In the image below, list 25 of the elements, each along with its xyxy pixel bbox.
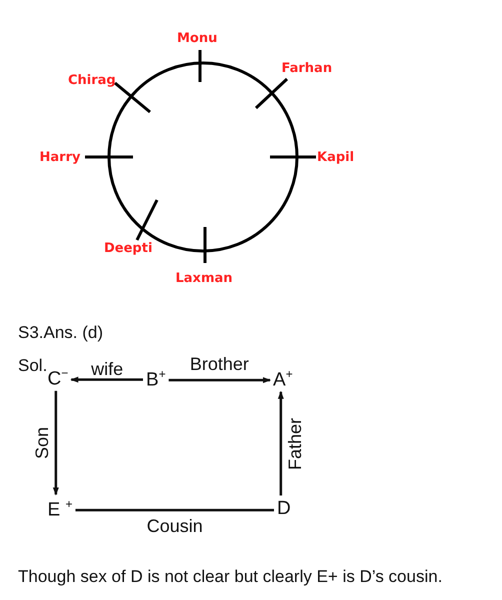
edge-label: Son — [32, 426, 51, 460]
answer-heading: S3.Ans. (d) — [18, 324, 104, 340]
seat-name: Kapil — [317, 150, 354, 164]
relation-arrow — [278, 390, 284, 496]
relation-arrow — [52, 390, 59, 496]
solution-heading: Sol. — [18, 356, 48, 374]
person-letter: A$^{+}$ — [273, 368, 293, 389]
person-letter: B$^{+}$ — [146, 368, 166, 389]
edge-label: wife — [90, 360, 124, 378]
person-letter: C$^{−}$ — [48, 366, 68, 388]
relation-arrow — [168, 377, 271, 384]
edge-label: Father — [286, 416, 304, 471]
seat-name: Chirag — [68, 74, 116, 86]
person-letter: D — [277, 498, 291, 518]
edge-label: Cousin — [146, 517, 204, 536]
relation-line — [75, 508, 274, 512]
seat-name: Laxman — [176, 272, 233, 284]
person-letter: E $^{+}$ — [48, 498, 72, 519]
seat-name: Deepti — [104, 242, 152, 254]
seat-name: Monu — [177, 32, 218, 44]
seat-name: Farhan — [282, 62, 332, 74]
edge-label: Brother — [188, 355, 250, 374]
relation-arrow — [70, 376, 143, 383]
explanation-text: Though sex of D is not clear but clearly E+ is D’s cousin. — [18, 568, 442, 584]
seat-name: Harry — [40, 150, 80, 164]
